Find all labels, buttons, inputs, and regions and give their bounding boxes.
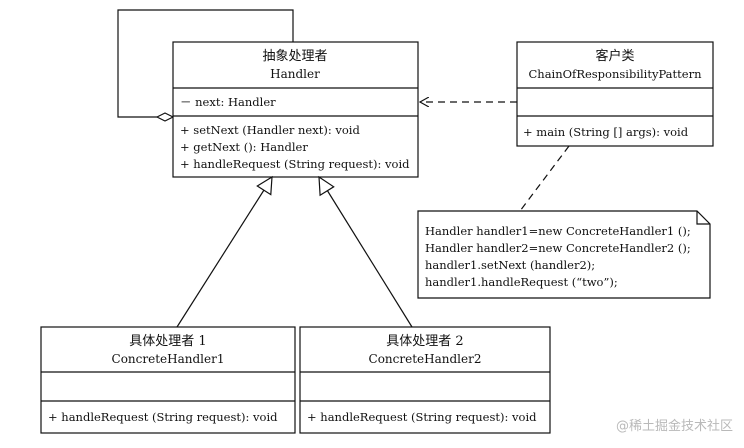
class-concrete-handler-2-method: + handleRequest (String request): void	[307, 410, 537, 424]
note-line-4: handler1.handleRequest (“two”);	[425, 275, 618, 289]
aggregation-diamond-icon	[155, 112, 175, 122]
code-note: Handler handler1=new ConcreteHandler1 ()…	[417, 210, 711, 299]
inheritance-triangle-icon	[256, 175, 273, 196]
class-concrete-handler-1-name-cn: 具体处理者 1	[129, 334, 206, 349]
class-client-name: ChainOfResponsibilityPattern	[528, 67, 702, 81]
note-anchor-line	[519, 145, 570, 212]
class-handler[interactable]: 抽象处理者 Handler － next: Handler + setNext …	[172, 41, 419, 178]
class-concrete-handler-1[interactable]: 具体处理者 1 ConcreteHandler1 + handleRequest…	[40, 326, 296, 434]
note-folded-corner-icon	[696, 211, 710, 225]
class-handler-attribute-next: － next: Handler	[180, 95, 276, 109]
class-handler-method-getnext: + getNext (): Handler	[180, 140, 308, 154]
class-concrete-handler-2-name: ConcreteHandler2	[369, 352, 482, 366]
watermark: @稀土掘金技术社区	[616, 418, 733, 434]
note-line-1: Handler handler1=new ConcreteHandler1 ()…	[425, 224, 691, 238]
class-client-name-cn: 客户类	[595, 48, 634, 64]
note-line-2: Handler handler2=new ConcreteHandler2 ()…	[425, 241, 691, 255]
class-handler-name: Handler	[270, 67, 320, 81]
generalization-concrete1-to-handler	[176, 175, 273, 328]
class-handler-name-cn: 抽象处理者	[262, 49, 327, 64]
class-handler-method-setnext: + setNext (Handler next): void	[180, 123, 360, 137]
class-concrete-handler-1-name: ConcreteHandler1	[112, 352, 225, 366]
class-concrete-handler-1-method: + handleRequest (String request): void	[48, 410, 278, 424]
class-concrete-handler-2[interactable]: 具体处理者 2 ConcreteHandler2 + handleRequest…	[299, 326, 551, 434]
generalization-concrete2-to-handler	[318, 175, 413, 328]
inheritance-triangle-icon	[318, 175, 335, 197]
class-concrete-handler-2-name-cn: 具体处理者 2	[386, 334, 463, 349]
class-handler-method-handlerequest: + handleRequest (String request): void	[180, 157, 410, 171]
note-line-3: handler1.setNext (handler2);	[425, 258, 595, 272]
class-client[interactable]: 客户类 ChainOfResponsibilityPattern + main …	[516, 41, 714, 147]
class-client-method-main: + main (String [] args): void	[523, 125, 689, 139]
